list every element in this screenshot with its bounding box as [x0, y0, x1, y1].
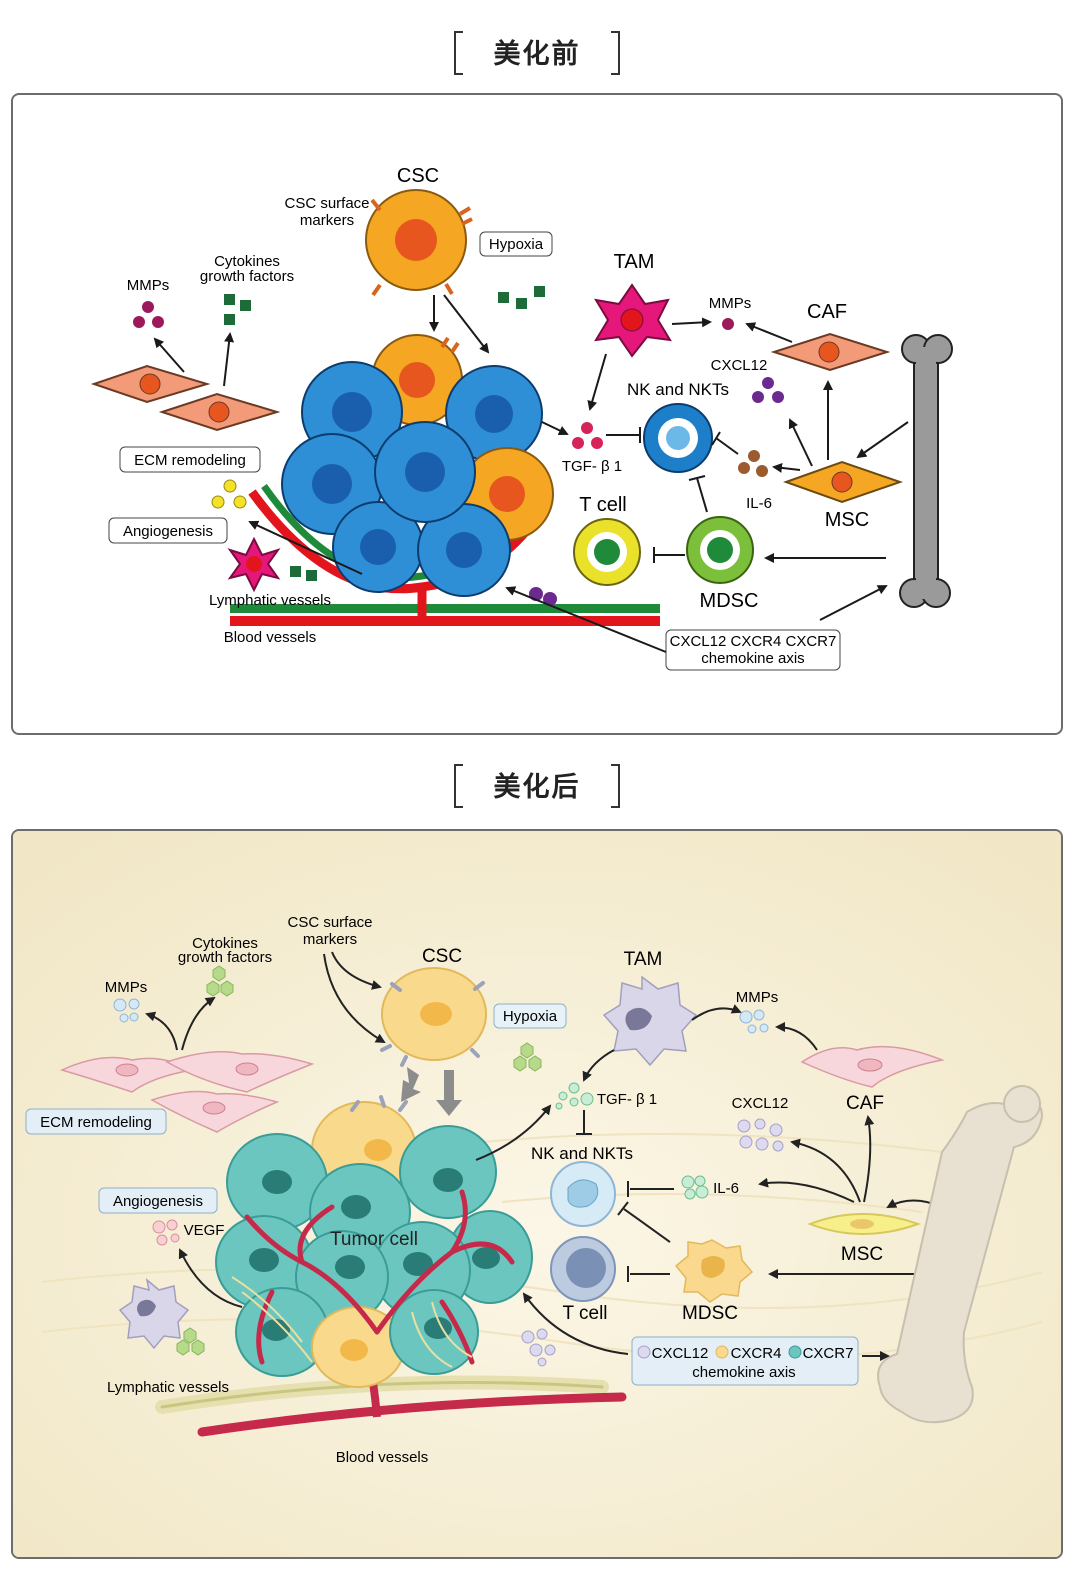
mdsc-label: MDSC: [700, 590, 759, 612]
lymphatic-label: Lymphatic vessels: [107, 1379, 229, 1396]
csc-label: CSC: [422, 946, 462, 967]
after-heading-box: 美化后: [454, 764, 620, 808]
mdsc-label: MDSC: [682, 1303, 738, 1324]
vegf-label: VEGF: [184, 1222, 225, 1239]
ecm-label: ECM remodeling: [134, 452, 246, 469]
mmps-left-dots: [113, 998, 140, 1023]
tgf-dots: [572, 422, 603, 449]
bone: [899, 334, 953, 608]
mmps-right-label: MMPs: [709, 295, 752, 312]
caf-label: CAF: [846, 1093, 884, 1114]
axis-cxcr4-label: CXCR4: [731, 1345, 782, 1362]
csc-markers-label-1: CSC surface: [284, 195, 369, 212]
after-diagram: Tumor cell CSC CSC surface markers Hypox…: [13, 831, 1061, 1557]
nk-label: NK and NKTs: [531, 1144, 633, 1163]
csc-cell: [365, 189, 473, 297]
mmps-right-label: MMPs: [736, 989, 779, 1006]
axis-label-1: CXCL12 CXCR4 CXCR7: [670, 633, 837, 650]
tumor-vessels: [244, 1189, 515, 1365]
blood-label: Blood vessels: [224, 629, 317, 646]
growth-factor-squares: [224, 286, 545, 581]
il6-dots: [738, 450, 768, 477]
il6-label: IL-6: [713, 1180, 739, 1197]
axis-cxcr7-label: CXCR7: [803, 1345, 854, 1362]
csc-markers-label-2: markers: [300, 212, 354, 229]
cxcl12-label: CXCL12: [711, 357, 768, 374]
axis-label-2: chemokine axis: [692, 1364, 795, 1381]
tam-label: TAM: [614, 251, 655, 273]
before-heading: 美化前: [493, 38, 581, 70]
csc-label: CSC: [397, 165, 439, 187]
hypoxia-label: Hypoxia: [503, 1008, 558, 1025]
axis-cxcl12-label: CXCL12: [652, 1345, 709, 1362]
cytokines-label-1: Cytokines: [192, 935, 258, 952]
angiogenesis-label: Angiogenesis: [113, 1193, 203, 1210]
bone: [877, 1085, 1044, 1424]
csc-markers-label-1: CSC surface: [287, 914, 372, 931]
csc-markers-label-2: markers: [303, 931, 357, 948]
fibroblast-nuclei: [115, 1062, 259, 1115]
tam-label: TAM: [624, 949, 663, 970]
after-heading: 美化后: [493, 771, 581, 803]
tgf-label: TGF- β 1: [597, 1091, 657, 1108]
growth-factor-hexes: [176, 965, 542, 1356]
cytokines-label-1: Cytokines: [214, 253, 280, 270]
angiogenesis-label: Angiogenesis: [123, 523, 213, 540]
vegf-dots: [152, 1219, 180, 1246]
mmps-left-label: MMPs: [127, 277, 170, 294]
mmps-right-dot: [722, 318, 734, 330]
mmps-left-dots: [133, 301, 164, 328]
msc-label: MSC: [825, 509, 869, 531]
cxcl12-label: CXCL12: [732, 1095, 789, 1112]
il6-dots: [681, 1175, 709, 1200]
cytokines-label-2: growth factors: [178, 949, 272, 966]
cytokines-label-2: growth factors: [200, 268, 294, 285]
lymphatic-label: Lymphatic vessels: [209, 592, 331, 609]
angio-dots: [211, 479, 247, 509]
tumor-label: Tumor cell: [330, 1229, 418, 1250]
tumor-mass: [281, 334, 554, 597]
ecm-label: ECM remodeling: [40, 1114, 152, 1131]
blood-label: Blood vessels: [336, 1449, 429, 1466]
mmps-left-label: MMPs: [105, 979, 148, 996]
nk-label: NK and NKTs: [627, 380, 729, 399]
caf-label: CAF: [807, 301, 847, 323]
tgf-label: TGF- β 1: [562, 458, 622, 475]
lymph-fibers: [231, 1276, 473, 1368]
before-heading-box: 美化前: [454, 31, 620, 75]
hypoxia-label: Hypoxia: [489, 236, 544, 253]
tcell-label: T cell: [562, 1303, 607, 1324]
il6-label: IL-6: [746, 495, 772, 512]
before-diagram: CSC CSC surface markers Hypoxia MMPs Cyt…: [90, 165, 953, 671]
msc-label: MSC: [841, 1244, 883, 1265]
before-panel: CSC CSC surface markers Hypoxia MMPs Cyt…: [11, 93, 1063, 735]
tgf-dots: [555, 1082, 594, 1110]
macrophage-left: [118, 1278, 190, 1350]
after-panel: Tumor cell CSC CSC surface markers Hypox…: [11, 829, 1063, 1559]
tcell-label: T cell: [579, 494, 626, 516]
csc-to-tumor-arrows: [401, 1067, 462, 1116]
axis-dots: [521, 1328, 556, 1367]
cxcl12-dots: [752, 377, 784, 403]
axis-label-2: chemokine axis: [701, 650, 804, 667]
axis-box: [631, 1336, 859, 1386]
cxcl12-dots: [737, 1118, 784, 1152]
mmps-right-dots: [739, 1009, 769, 1034]
fibroblasts-left: [90, 364, 281, 432]
